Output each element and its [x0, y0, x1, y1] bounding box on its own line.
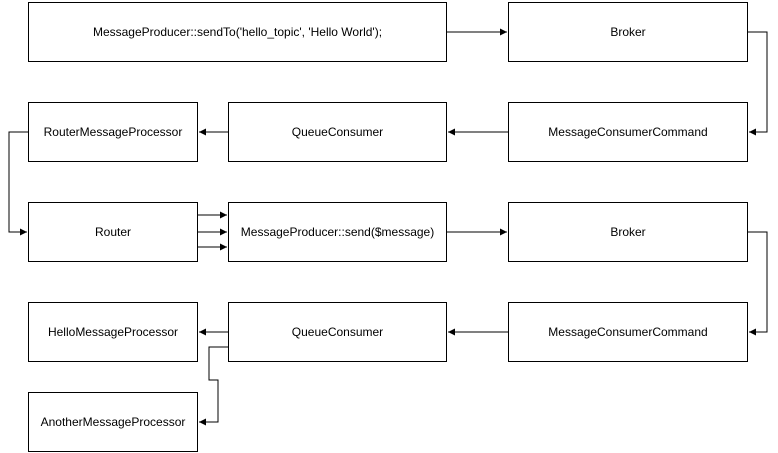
node-broker-1: Broker [508, 2, 748, 62]
node-queue-consumer-1: QueueConsumer [228, 102, 447, 162]
node-message-producer-send: MessageProducer::send($message) [228, 202, 447, 262]
node-another-message-processor: AnotherMessageProcessor [28, 392, 198, 452]
edge-broker-2-to-command-2 [748, 231, 768, 336]
node-message-consumer-command-1: MessageConsumerCommand [508, 102, 748, 162]
node-hello-message-processor: HelloMessageProcessor [28, 302, 198, 362]
node-router: Router [28, 202, 198, 262]
node-queue-consumer-2: QueueConsumer [228, 302, 447, 362]
edge-queue-2-to-another-processor [199, 346, 228, 426]
edge-broker-1-to-command-1 [748, 31, 768, 136]
node-broker-2: Broker [508, 202, 748, 262]
node-message-consumer-command-2: MessageConsumerCommand [508, 302, 748, 362]
edge-router-processor-to-router [8, 131, 28, 236]
node-message-producer-send-to: MessageProducer::sendTo('hello_topic', '… [28, 2, 447, 62]
node-router-message-processor: RouterMessageProcessor [28, 102, 198, 162]
